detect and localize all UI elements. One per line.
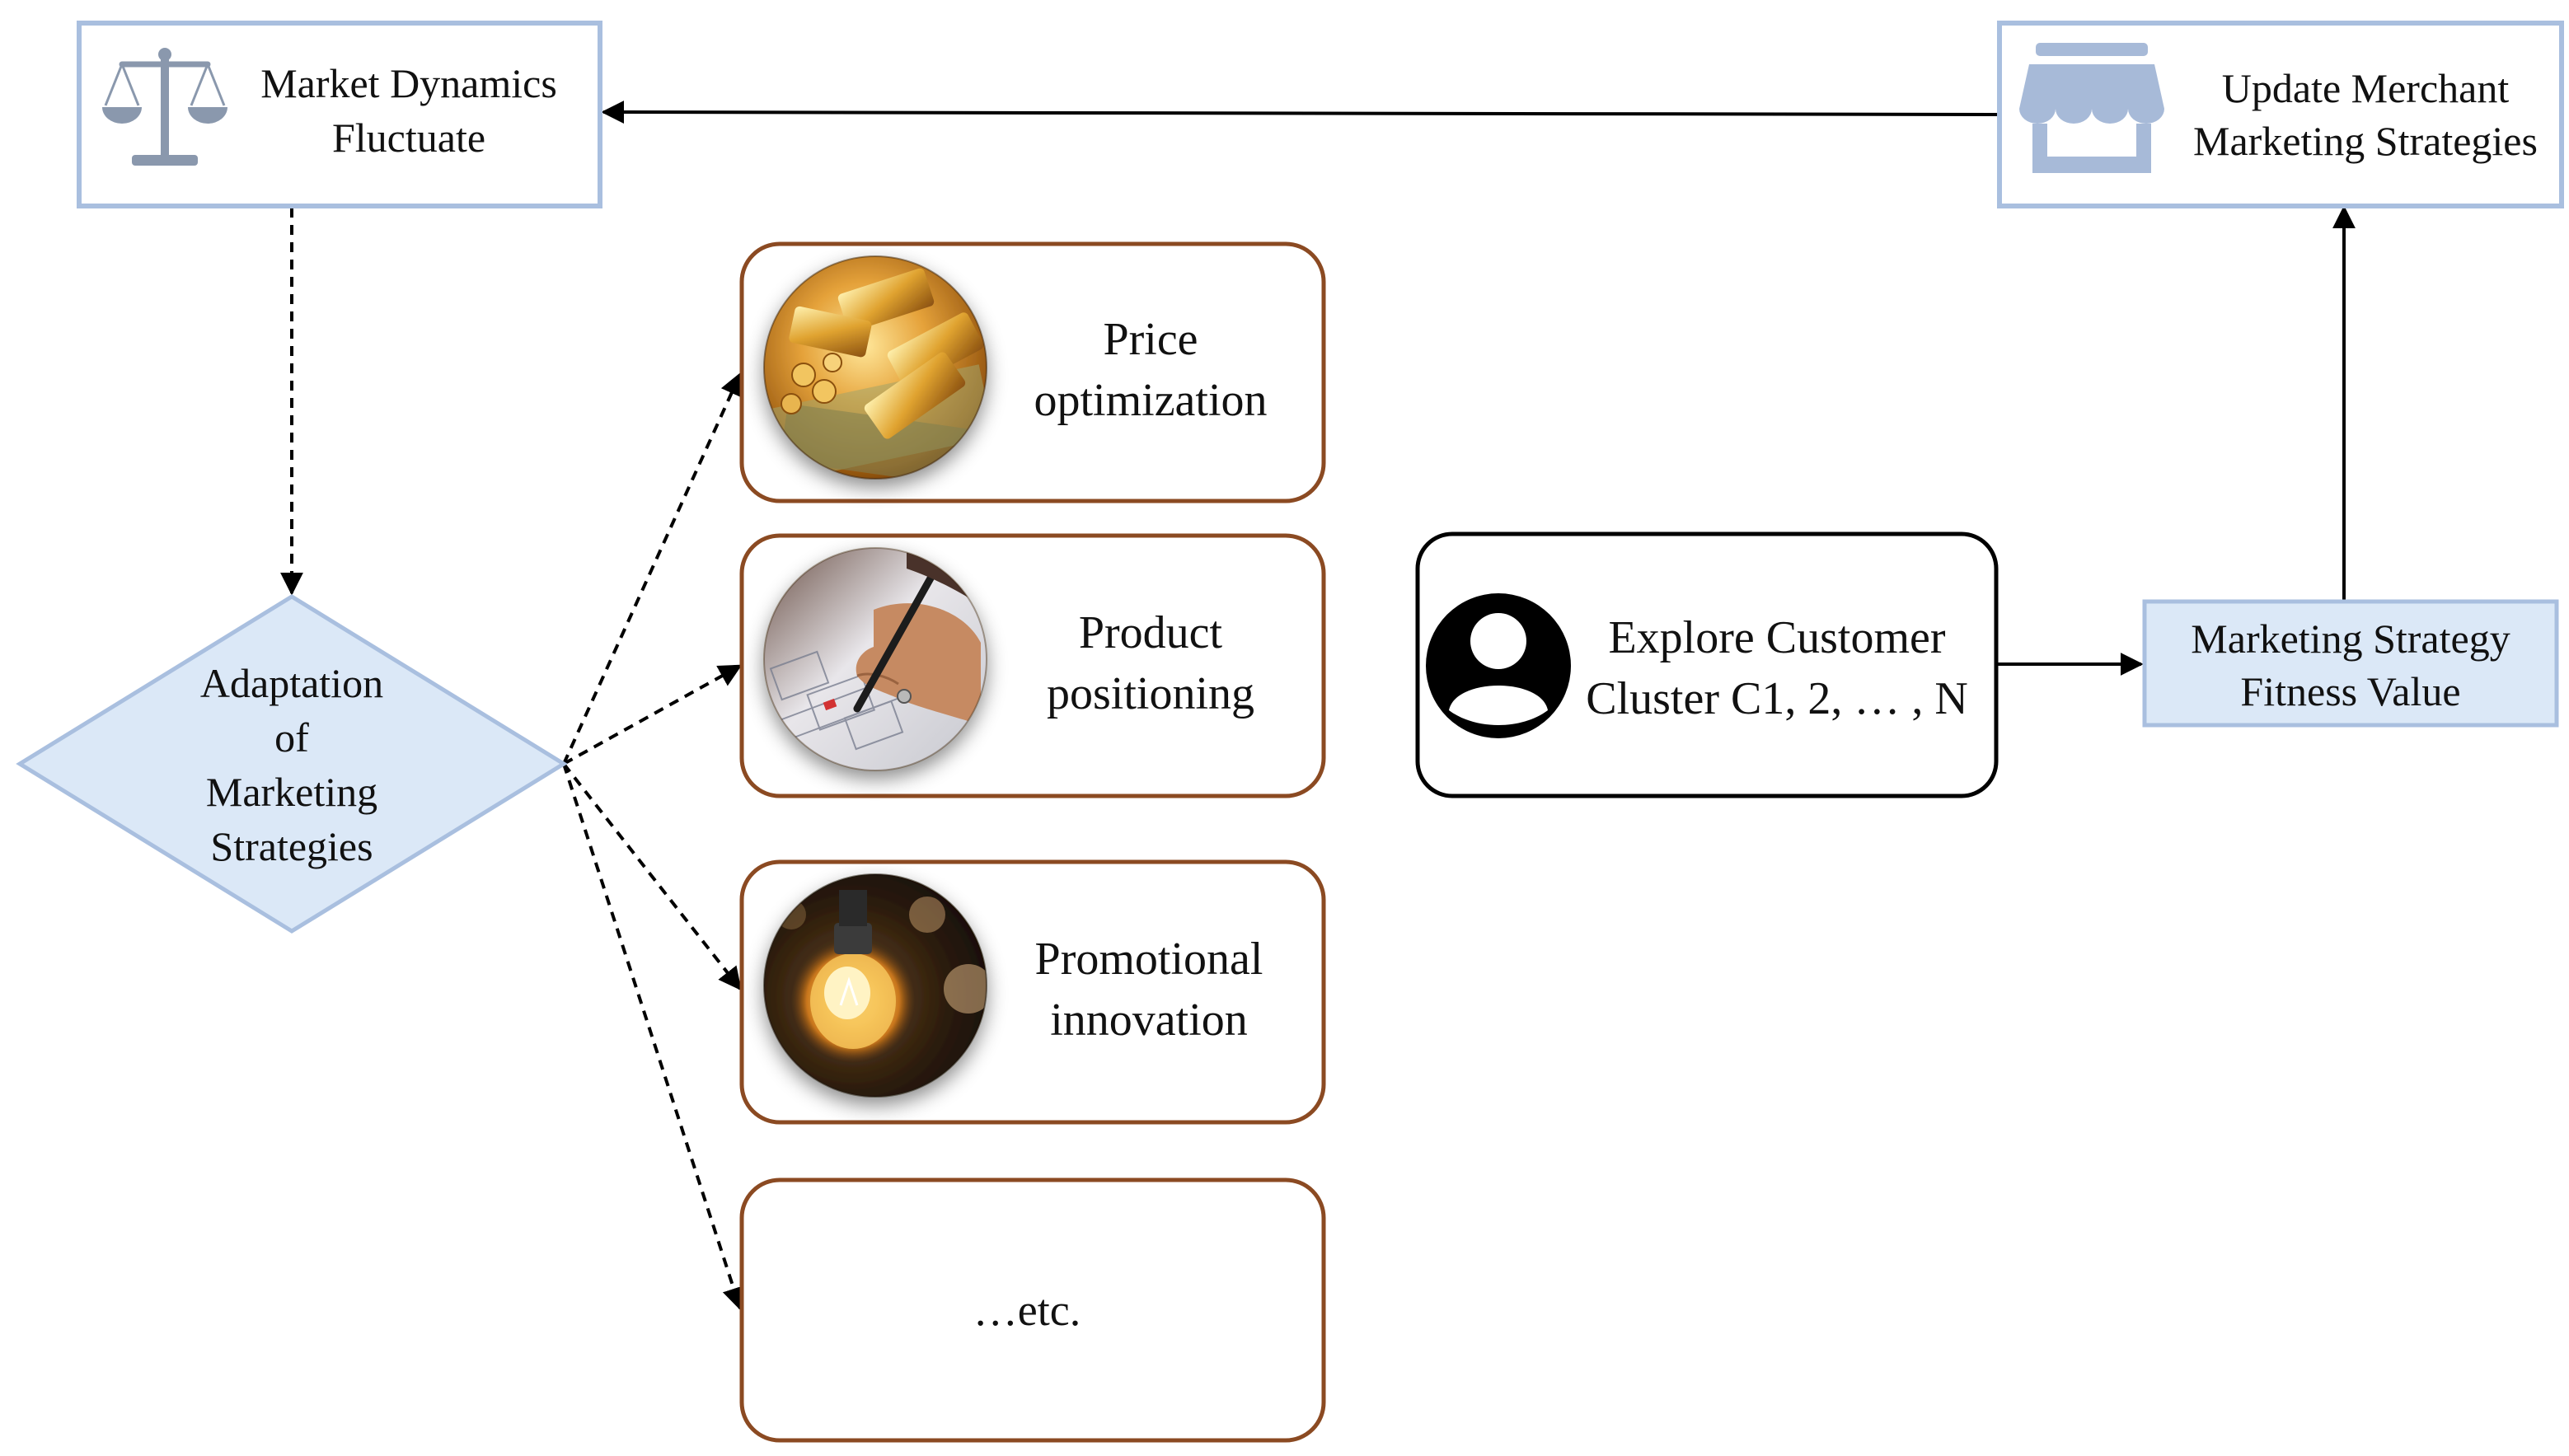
storefront-icon [2019, 43, 2164, 173]
arrow-adaptation-to-price [562, 372, 743, 765]
market-dynamics-label-line1: Market Dynamics [260, 60, 557, 106]
etc-label: …etc. [973, 1285, 1081, 1335]
arrow-adaptation-to-promotional [562, 762, 742, 991]
explore-customer-box [1415, 531, 1999, 798]
promotional-innovation-label-line2: innovation [1050, 995, 1248, 1046]
adaptation-label-line1: Adaptation [200, 660, 383, 706]
hand-writing-on-plans-photo [763, 547, 987, 771]
explore-customer-label-line1: Explore Customer [1608, 612, 1945, 663]
fitness-value-label-line2: Fitness Value [2240, 668, 2460, 714]
explore-customer-label-line2: Cluster C1, 2, … , N [1586, 673, 1968, 724]
gold-bars-and-money-photo [763, 255, 987, 480]
fitness-value-node[interactable]: Marketing Strategy Fitness Value [2142, 599, 2559, 728]
adaptation-node[interactable]: Adaptation of Marketing Strategies [16, 594, 568, 934]
user-avatar-icon [1426, 593, 1571, 738]
arrow-adaptation-to-etc [562, 763, 745, 1311]
etc-node[interactable]: …etc. [739, 1177, 1326, 1443]
update-strategies-label-line1: Update Merchant [2222, 65, 2510, 111]
product-positioning-label-line1: Product [1079, 607, 1223, 658]
update-strategies-box [1997, 21, 2564, 208]
price-optimization-label-line1: Price [1103, 314, 1198, 365]
price-optimization-label-line2: optimization [1034, 375, 1267, 426]
arrow-update-to-market [601, 101, 2000, 124]
fitness-value-label-line1: Marketing Strategy [2191, 616, 2510, 662]
update-strategies-node[interactable]: Update Merchant Marketing Strategies [1997, 21, 2564, 208]
market-dynamics-node[interactable]: Market Dynamics Fluctuate [77, 21, 602, 208]
connectors [280, 101, 2356, 1311]
promotional-innovation-node[interactable]: Promotional innovation [739, 859, 1326, 1125]
explore-customer-node[interactable]: Explore Customer Cluster C1, 2, … , N [1415, 531, 1999, 798]
product-positioning-node[interactable]: Product positioning [739, 533, 1326, 798]
update-strategies-label-line2: Marketing Strategies [2193, 118, 2538, 164]
fitness-value-box [2142, 599, 2559, 728]
adaptation-diamond [16, 594, 568, 934]
adaptation-label-line2: of [274, 714, 309, 761]
adaptation-label-line4: Strategies [210, 823, 373, 869]
price-optimization-node[interactable]: Price optimization [739, 241, 1326, 503]
light-bulb-photo [763, 873, 987, 1098]
adaptation-label-line3: Marketing [206, 769, 377, 815]
arrow-adaptation-to-product [563, 664, 743, 765]
balance-scale-icon [102, 48, 227, 166]
promotional-innovation-label-line1: Promotional [1035, 934, 1263, 985]
etc-box [739, 1177, 1326, 1443]
market-dynamics-label-line2: Fluctuate [332, 115, 485, 161]
product-positioning-label-line2: positioning [1047, 668, 1254, 719]
